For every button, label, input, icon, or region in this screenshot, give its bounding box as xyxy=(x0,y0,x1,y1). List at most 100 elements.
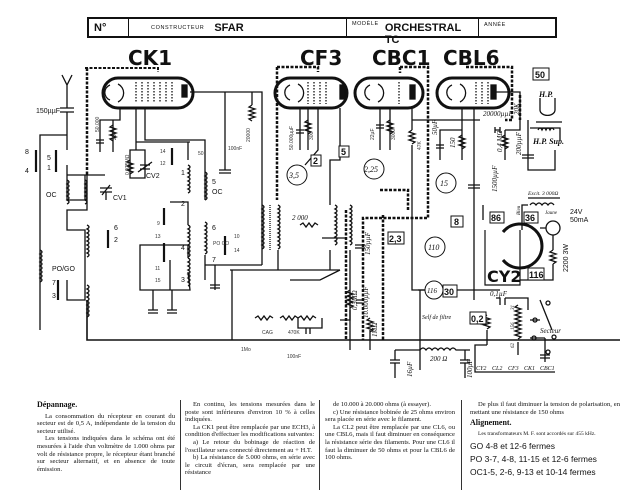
column-divider xyxy=(319,400,320,490)
alignement-heading: Alignement. xyxy=(470,418,512,428)
voltage-2-3: 2,3 xyxy=(389,234,402,244)
voltage-30: 30 xyxy=(444,287,454,297)
label-ck1-cap: 50.000 xyxy=(95,116,101,132)
text-col-depannage: Dépannage. La consommation du récepteur … xyxy=(37,401,175,473)
wiring xyxy=(34,65,620,378)
label-osc-res: 0,025MΩ xyxy=(125,154,131,175)
col2-p2: La CK1 peut être remplacée par une ECH3,… xyxy=(185,423,315,439)
text-col-3: de 10.000 à 20.000 ohms (à essayer). c) … xyxy=(325,401,455,462)
ck1-shield xyxy=(85,67,159,72)
voltage-2: 2 xyxy=(313,156,318,166)
text-col-2: En continu, les tensions mesurées dans l… xyxy=(185,401,315,477)
voltage-36: 36 xyxy=(525,213,535,223)
depannage-p1: La consommation du récepteur en courant … xyxy=(37,412,175,435)
number-label: N° xyxy=(94,21,107,34)
label-cbl6-cap: 50µF xyxy=(431,119,439,135)
pin-6: 6 xyxy=(114,225,118,232)
label-cv1: CV1 xyxy=(113,195,127,202)
label-oc-right: OC xyxy=(212,189,223,196)
coil-pin-7: 7 xyxy=(212,257,216,264)
label-cv2: CV2 xyxy=(146,173,160,180)
number-cell: N° xyxy=(89,19,129,36)
label-ck1-res: 250 xyxy=(112,131,118,140)
constructeur-value: SFAR xyxy=(214,21,244,34)
voltage-116-box: 116 xyxy=(529,270,544,280)
depannage-p2: Les tensions indiquées dans le schéma on… xyxy=(37,435,175,473)
col2-p4: b) La résistance de 5.000 ohms, en série… xyxy=(185,454,315,477)
ck1-envelope xyxy=(101,76,195,110)
tube-label-cf3: CF3 xyxy=(300,46,342,70)
label-po-co: PO CO xyxy=(213,241,229,247)
filament-cl2: CL2 xyxy=(492,366,502,372)
voltage-116-circle: 116 xyxy=(427,287,437,295)
label-secteur: Secteur xyxy=(540,327,561,335)
voltage-3-5: 3,5 xyxy=(288,171,299,180)
label-1500pf: 1500µµF xyxy=(491,165,499,192)
pin-2: 2 xyxy=(114,237,118,244)
label-hp-sup: H.P. Sup. xyxy=(532,137,564,146)
label-self-ohm: 200 Ω xyxy=(430,355,447,363)
cf3-shield xyxy=(275,65,320,200)
label-cf3-cap: 50.000µµF xyxy=(289,126,295,150)
label-16uf: 16µF xyxy=(406,361,414,377)
label-jaune: Jaune xyxy=(545,211,558,216)
label-20000pf: 20000µµF xyxy=(483,110,514,118)
label-2200: 2200 3W xyxy=(563,244,570,272)
label-2000: 2 000 xyxy=(292,214,308,222)
label-100nf-b: 100nF xyxy=(287,354,301,360)
col3-p2: c) Une résistance bobinée de 25 ohms env… xyxy=(325,408,455,424)
voltage-50: 50 xyxy=(535,70,545,80)
voltage-86: 86 xyxy=(491,213,501,223)
annee-cell: ANNÉE xyxy=(479,19,555,36)
voltage-8: 8 xyxy=(454,217,459,227)
filament-ck1: CK1 xyxy=(524,366,535,372)
label-hp: H.P. xyxy=(538,90,553,99)
coil-pin-3: 3 xyxy=(181,277,185,284)
cbl6-envelope xyxy=(435,76,511,110)
boxed-voltages xyxy=(310,67,550,325)
label-31: 31 xyxy=(511,305,516,310)
alignment-po: PO 3-7, 4-8, 11-15 et 12-6 fermes xyxy=(470,454,597,465)
text-col-alignement: De plus il faut diminuer la tension de p… xyxy=(470,401,620,479)
filament-cy2: CY2 xyxy=(476,366,486,372)
cbc1-envelope xyxy=(353,76,425,110)
label-20k: 20K xyxy=(513,103,521,115)
label-156: 156 xyxy=(511,322,516,330)
column-divider xyxy=(180,400,181,490)
pin-14: 14 xyxy=(160,149,166,155)
voltage-110: 110 xyxy=(428,243,439,252)
label-antenna-cap: 150µµF xyxy=(36,108,60,115)
modele-value: ORCHESTRAL TC xyxy=(384,22,462,46)
pin-12: 12 xyxy=(160,161,166,167)
col3-p3: La CL2 peut être remplacée par une CL6, … xyxy=(325,423,455,462)
antenna xyxy=(61,74,73,108)
label-self-filtre: Self de filtre xyxy=(422,314,451,321)
alignment-oc: OC1-5, 2-6, 9-13 et 10-14 fermes xyxy=(470,467,596,478)
pin-14b: 14 xyxy=(234,248,240,254)
label-100uf: 100µF xyxy=(466,358,474,378)
label-bleu: Bleu xyxy=(517,205,522,215)
column-divider xyxy=(461,400,462,490)
pin-15: 15 xyxy=(155,278,161,284)
voltage-0-2: 0,2 xyxy=(471,314,484,324)
pin-4: 4 xyxy=(25,168,29,175)
filament-cbc1: CBC1 xyxy=(540,366,555,372)
header-bar: N° CONSTRUCTEUR SFAR MODÈLE ORCHESTRAL T… xyxy=(87,17,557,46)
constructeur-label: CONSTRUCTEUR xyxy=(151,24,205,31)
label-cf3-res: 300 xyxy=(309,131,315,140)
col2-p1: En continu, les tensions mesurées dans l… xyxy=(185,401,315,424)
modele-label: MODÈLE xyxy=(352,21,379,27)
pin-13: 13 xyxy=(155,234,161,240)
label-cbc1-res: 3000 xyxy=(391,129,397,140)
label-excit: Excit. 3 000Ω xyxy=(527,191,558,197)
label-50ma: 50mA xyxy=(570,217,589,224)
label-1m: 1MΩ xyxy=(371,323,379,337)
voltage-2-25: 2,25 xyxy=(364,165,378,174)
col2-p3: a) Le retour du bobinage de réaction de … xyxy=(185,438,315,454)
pin-3: 3 xyxy=(52,293,56,300)
depannage-heading: Dépannage. xyxy=(37,400,78,409)
alignement-note: Les transformateurs M. F. sont accordés … xyxy=(478,430,596,437)
voltage-15: 15 xyxy=(440,179,448,188)
label-04m: 0,4 MΩ xyxy=(496,131,504,152)
label-po-go: PO/GO xyxy=(52,266,76,273)
